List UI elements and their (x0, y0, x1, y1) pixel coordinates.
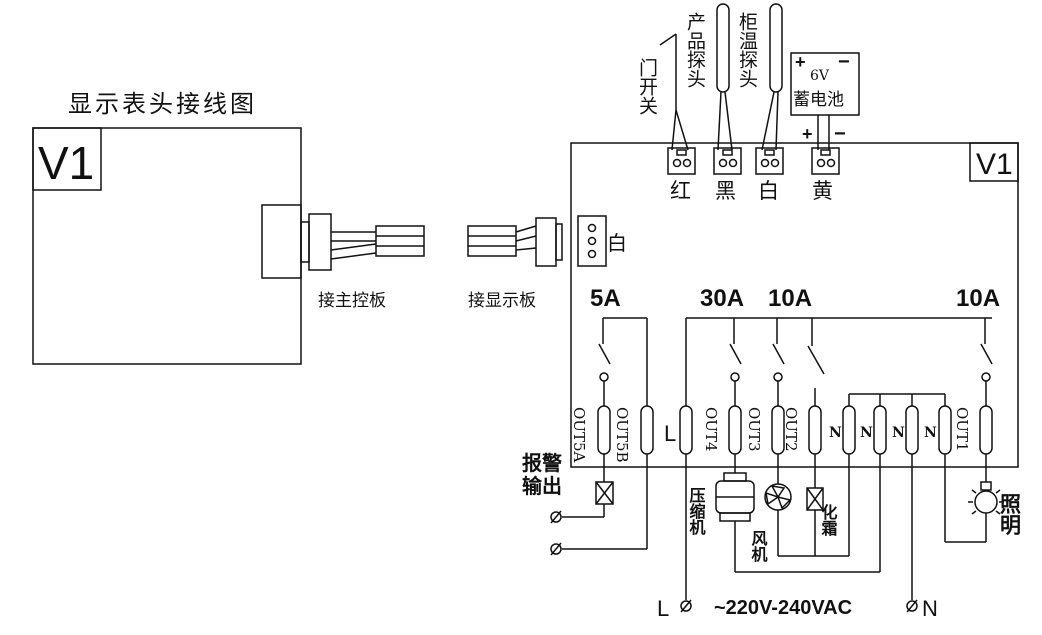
cabinet-probe (761, 3, 783, 151)
top-terminal-blocks (667, 147, 840, 175)
rating-compressor: 30A (700, 285, 744, 312)
battery-minus: − (838, 51, 850, 73)
display-model-label: V1 (38, 137, 94, 189)
power-n-label: N (922, 596, 938, 621)
diagram-title: 显示表头接线图 (68, 90, 257, 118)
alarm-terminal-icon (550, 510, 562, 556)
relay-defrost (807, 318, 825, 406)
neutral-return-wiring (735, 454, 987, 600)
compressor-label: 压缩机 (687, 487, 706, 536)
terminal-color-yellow: 黄 (812, 179, 833, 203)
terminal-label-out5b: OUT5B (613, 407, 631, 463)
rating-fan: 10A (768, 285, 812, 312)
display-model-box (32, 127, 102, 191)
terminal-label-out5a: OUT5A (570, 407, 588, 462)
cable-label-main: 接主控板 (318, 291, 386, 311)
display-connector (261, 204, 302, 279)
fan-icon (764, 483, 792, 511)
relay-alarm (598, 317, 648, 406)
alarm-output-label-1: 报警 (522, 451, 562, 475)
terminal-label-out3: OUT3 (745, 407, 763, 452)
relay-compressor (729, 318, 742, 406)
door-switch-label: 门开关 (636, 58, 658, 115)
product-probe-label: 产品探头 (684, 12, 706, 88)
lamp-icon (968, 481, 1004, 521)
product-probe (716, 3, 733, 151)
controller-model-box (969, 142, 1019, 182)
alarm-wiring (562, 454, 648, 550)
live-terminal-icon (680, 599, 692, 613)
terminal-label-n3: N (892, 425, 905, 441)
neutral-bus (848, 393, 946, 406)
light-label: 照明 (998, 493, 1023, 536)
battery-box (790, 52, 860, 116)
power-supply-label: ~220V-240VAC (714, 597, 852, 619)
defrost-label: 化霜 (819, 503, 839, 537)
battery-plus: + (795, 52, 806, 72)
cable-plug-display (467, 217, 563, 267)
controller-model-label: V1 (976, 148, 1013, 181)
terminal-label-out2: OUT2 (782, 407, 800, 452)
defrost-wiring (806, 454, 824, 556)
terminal-label-n4: N (924, 425, 937, 441)
terminal-label-out4: OUT4 (702, 407, 720, 452)
relay-light (980, 318, 993, 406)
cable-plug-main (300, 213, 425, 271)
neutral-terminal-icon (906, 599, 918, 613)
relay-fan (772, 318, 785, 406)
power-l-label: L (657, 596, 669, 621)
terminal-label-l: L (664, 421, 676, 446)
battery-lead-plus-label: + (802, 124, 813, 144)
battery-voltage: 6V (810, 68, 830, 84)
fan-label: 风机 (749, 530, 768, 563)
cabinet-probe-label: 柜温探头 (736, 12, 758, 88)
compressor-icon (715, 454, 755, 522)
display-port (577, 215, 607, 267)
terminal-label-n1: N (829, 425, 842, 441)
rating-alarm: 5A (590, 285, 621, 312)
terminal-label-n2: N (860, 425, 873, 441)
door-switch (659, 33, 689, 151)
battery-lead-minus-label: − (834, 123, 846, 145)
battery-label: 蓄电池 (793, 90, 844, 110)
cable-label-display: 接显示板 (468, 291, 536, 311)
display-port-color: 白 (607, 231, 627, 255)
controller-box (570, 142, 1019, 468)
alarm-output-label-2: 输出 (522, 474, 562, 498)
terminal-color-red: 红 (670, 179, 691, 203)
terminal-color-white: 白 (758, 179, 779, 203)
terminal-label-out1: OUT1 (953, 407, 971, 452)
terminal-color-black: 黑 (715, 179, 736, 203)
rating-light: 10A (956, 285, 1000, 312)
relay-common-bus (685, 317, 992, 406)
